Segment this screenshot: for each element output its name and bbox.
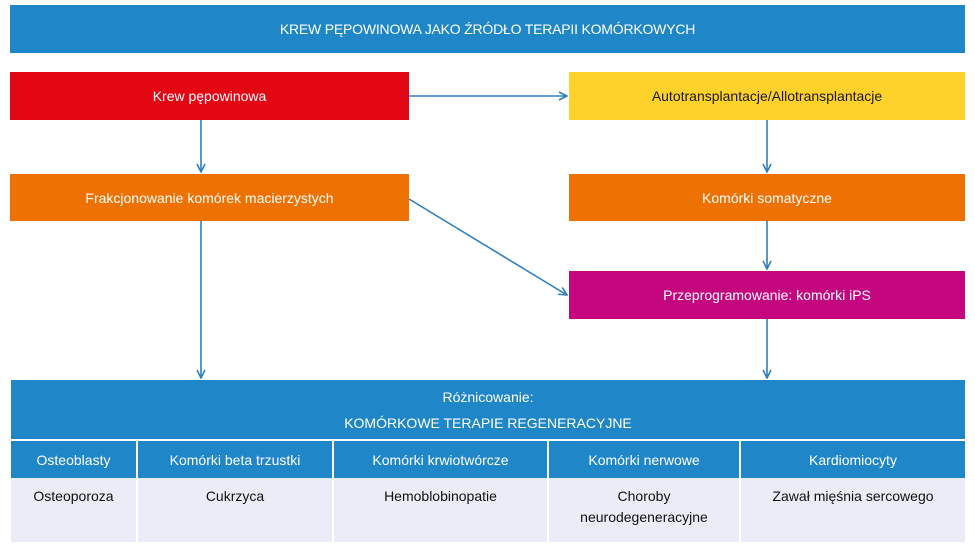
differentiation-title: Różnicowanie: KOMÓRKOWE TERAPIE REGENERA… <box>11 380 965 439</box>
disease: Cukrzyca <box>136 478 334 542</box>
diagram-title: KREW PĘPOWINOWA JAKO ŹRÓDŁO TERAPII KOMÓ… <box>10 5 965 53</box>
arrow-fractionation-to-ips <box>408 198 567 295</box>
node-transplants: Autotransplantacje/Allotransplantacje <box>569 72 965 120</box>
cell-type: Komórki nerwowe <box>547 439 741 478</box>
diseases-row: Osteoporoza Cukrzyca Hemoblobinopatie Ch… <box>11 478 965 542</box>
node-ips-reprogramming: Przeprogramowanie: komórki iPS <box>569 271 965 319</box>
disease: Hemoblobinopatie <box>332 478 549 542</box>
disease: Choroby neurodegeneracyjne <box>547 478 741 542</box>
differentiation-section: Różnicowanie: KOMÓRKOWE TERAPIE REGENERA… <box>11 380 965 542</box>
cell-type: Osteoblasty <box>11 439 138 478</box>
node-somatic-cells: Komórki somatyczne <box>569 174 965 221</box>
node-stem-cell-fractionation: Frakcjonowanie komórek macierzystych <box>10 174 409 221</box>
regenerative-therapies-label: KOMÓRKOWE TERAPIE REGENERACYJNE <box>344 414 632 431</box>
cell-type: Komórki krwiotwórcze <box>332 439 549 478</box>
disease: Zawał mięśnia sercowego <box>739 478 965 542</box>
cell-types-row: Osteoblasty Komórki beta trzustki Komórk… <box>11 439 965 478</box>
therapies-table: Osteoblasty Komórki beta trzustki Komórk… <box>11 439 965 542</box>
differentiation-label: Różnicowanie: <box>442 388 534 405</box>
cell-type: Komórki beta trzustki <box>136 439 334 478</box>
cell-type: Kardiomiocyty <box>739 439 965 478</box>
disease: Osteoporoza <box>11 478 138 542</box>
node-cord-blood: Krew pępowinowa <box>10 72 409 120</box>
